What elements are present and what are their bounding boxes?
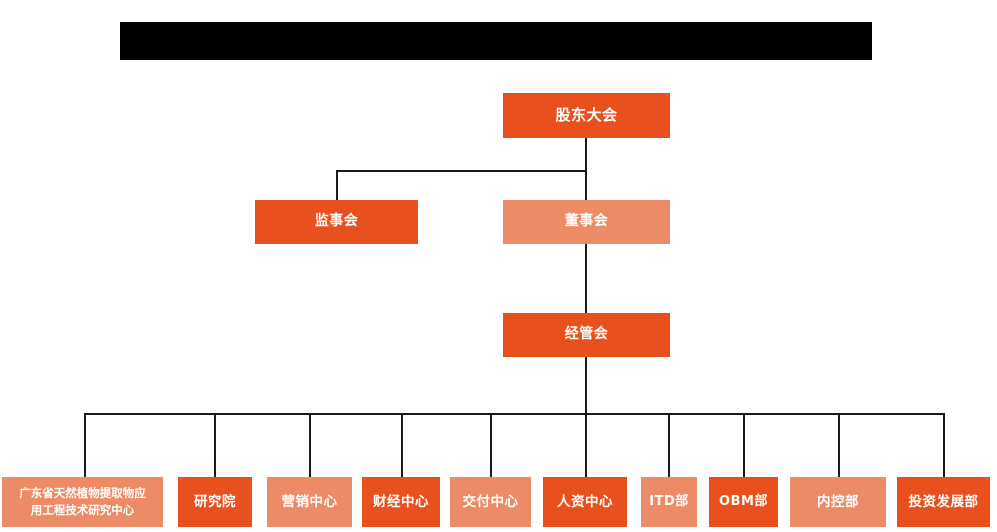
- connector-bus-to-supervisors: [336, 170, 338, 200]
- connector-bus-to-directors: [585, 170, 587, 200]
- connector-bottom-bus: [84, 413, 944, 415]
- node-management-committee[interactable]: 经管会: [503, 313, 670, 357]
- connector-management-to-bottom-bus: [585, 357, 587, 415]
- connector-drop-3: [309, 413, 311, 477]
- node-board-of-supervisors[interactable]: 监事会: [255, 200, 418, 244]
- node-label-line2: 用工程技术研究中心: [30, 503, 135, 517]
- connector-shareholders-to-bus: [585, 138, 587, 171]
- node-internal-control-department[interactable]: 内控部: [790, 477, 886, 527]
- node-investment-development-department[interactable]: 投资发展部: [897, 477, 990, 527]
- node-itd-department[interactable]: ITD部: [641, 477, 697, 527]
- node-shareholders-meeting[interactable]: 股东大会: [503, 93, 670, 138]
- connector-drop-4: [401, 413, 403, 477]
- node-research-institute[interactable]: 研究院: [178, 477, 252, 527]
- connector-directors-to-management: [585, 244, 587, 313]
- node-label: 财经中心: [373, 493, 429, 510]
- node-label-line1: 广东省天然植物提取物应: [19, 486, 146, 501]
- connector-drop-1: [84, 413, 86, 477]
- node-board-of-directors[interactable]: 董事会: [503, 200, 670, 244]
- node-hr-center[interactable]: 人资中心: [543, 477, 627, 527]
- connector-drop-8: [743, 413, 745, 477]
- connector-drop-6: [585, 413, 587, 477]
- connector-drop-7: [668, 413, 670, 477]
- connector-drop-10: [943, 413, 945, 477]
- node-label: 广东省天然植物提取物应用工程技术研究中心: [15, 485, 150, 518]
- node-label: ITD部: [649, 493, 689, 509]
- node-label: OBM部: [719, 493, 768, 509]
- connector-drop-5: [490, 413, 492, 477]
- connector-bus-level2: [336, 170, 587, 172]
- node-label: 营销中心: [281, 493, 338, 510]
- node-finance-center[interactable]: 财经中心: [362, 477, 440, 527]
- connector-drop-9: [838, 413, 840, 477]
- node-label: 股东大会: [555, 106, 618, 125]
- node-label: 交付中心: [462, 493, 519, 510]
- node-label: 投资发展部: [908, 493, 979, 510]
- connector-drop-2: [214, 413, 216, 477]
- node-label: 内控部: [817, 493, 859, 510]
- redacted-title-bar: [120, 22, 872, 60]
- node-label: 人资中心: [557, 493, 613, 510]
- node-label: 董事会: [564, 213, 609, 230]
- node-label: 研究院: [194, 493, 236, 510]
- node-label: 监事会: [314, 213, 359, 230]
- node-engineering-research-center[interactable]: 广东省天然植物提取物应用工程技术研究中心: [2, 477, 163, 527]
- node-obm-department[interactable]: OBM部: [709, 477, 778, 527]
- node-marketing-center[interactable]: 营销中心: [267, 477, 352, 527]
- node-delivery-center[interactable]: 交付中心: [450, 477, 531, 527]
- node-label: 经管会: [564, 326, 609, 343]
